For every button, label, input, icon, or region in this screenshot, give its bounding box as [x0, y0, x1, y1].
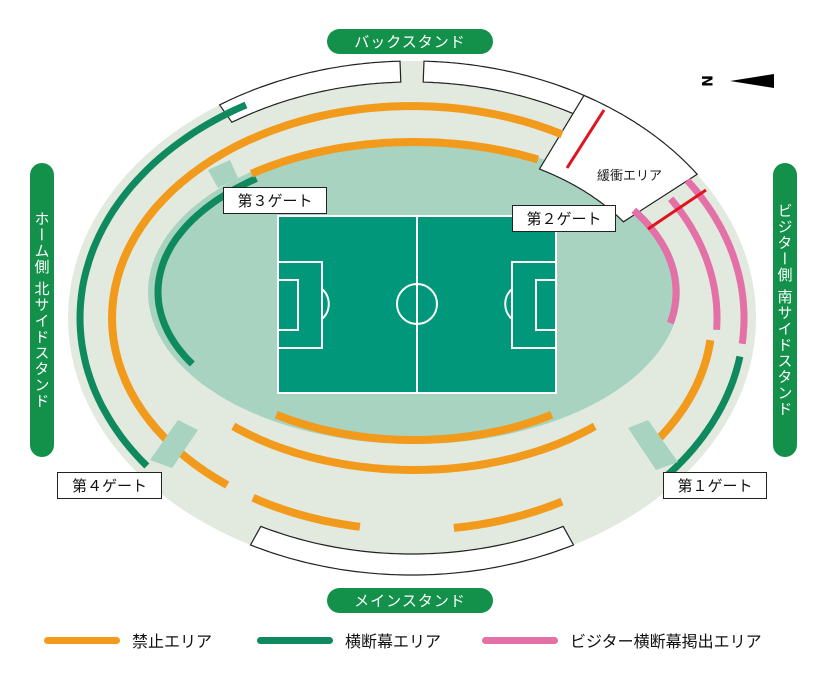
- back-stand-band-left: [218, 60, 402, 124]
- legend-swatch-pink: [482, 636, 558, 644]
- prohibited-bottom-3: [453, 497, 564, 532]
- back-stand-label: バックスタンド: [327, 29, 493, 54]
- gate-4-label: 第４ゲート: [57, 472, 162, 499]
- gate-1-label: 第１ゲート: [663, 472, 767, 499]
- legend-item-visitor-banner: ビジター横断幕掲出エリア: [482, 628, 762, 652]
- banner-area-outer-left: [76, 101, 248, 469]
- legend-label: ビジター横断幕掲出エリア: [570, 632, 762, 651]
- prohibited-bottom-1: [274, 410, 554, 444]
- buffer-area: [538, 94, 699, 223]
- right-penalty-arc: [504, 288, 513, 320]
- left-goal-box: [277, 279, 299, 331]
- main-stand-label: メインスタンド: [327, 588, 493, 613]
- gate-3-passage: [208, 160, 238, 188]
- visitor-south-stand-label: ビジター側 南サイドスタンド: [773, 163, 797, 457]
- gate-2-label: 第２ゲート: [512, 205, 616, 232]
- left-penalty-arc: [321, 288, 330, 320]
- gate-4-passage: [150, 420, 198, 468]
- buffer-boundary-line: [647, 188, 707, 231]
- center-circle: [396, 283, 438, 325]
- gate-3-label: 第３ゲート: [223, 187, 327, 214]
- legend-label: 横断幕エリア: [345, 632, 442, 651]
- home-north-stand-label: ホーム側 北サイドスタンド: [30, 163, 54, 457]
- visitor-banner-outer: [684, 178, 748, 345]
- buffer-area-label: 緩衝エリア: [597, 169, 663, 184]
- legend-item-banner: 横断幕エリア: [257, 628, 441, 652]
- legend-label: 禁止エリア: [132, 632, 213, 651]
- legend-item-prohibited: 禁止エリア: [44, 628, 212, 652]
- prohibited-bottom-4: [251, 494, 361, 531]
- banner-area-outer-right: [663, 355, 744, 479]
- prohibited-inner-top: [249, 138, 540, 178]
- buffer-boundary-line: [565, 109, 606, 169]
- prohibited-bottom-2: [231, 422, 597, 475]
- main-stand-band: [249, 525, 575, 576]
- legend-swatch-green: [257, 636, 333, 644]
- compass-north-label: N: [697, 75, 714, 87]
- gate-1-passage: [628, 420, 678, 470]
- north-arrow-icon: [729, 74, 774, 88]
- prohibited-outer: [107, 102, 564, 489]
- compass: N: [697, 73, 774, 89]
- legend-swatch-orange: [44, 636, 120, 644]
- prohibited-right: [654, 339, 715, 443]
- banner-area-inner-left: [154, 175, 258, 367]
- visitor-banner-middle: [668, 196, 721, 330]
- right-goal-box: [535, 279, 557, 331]
